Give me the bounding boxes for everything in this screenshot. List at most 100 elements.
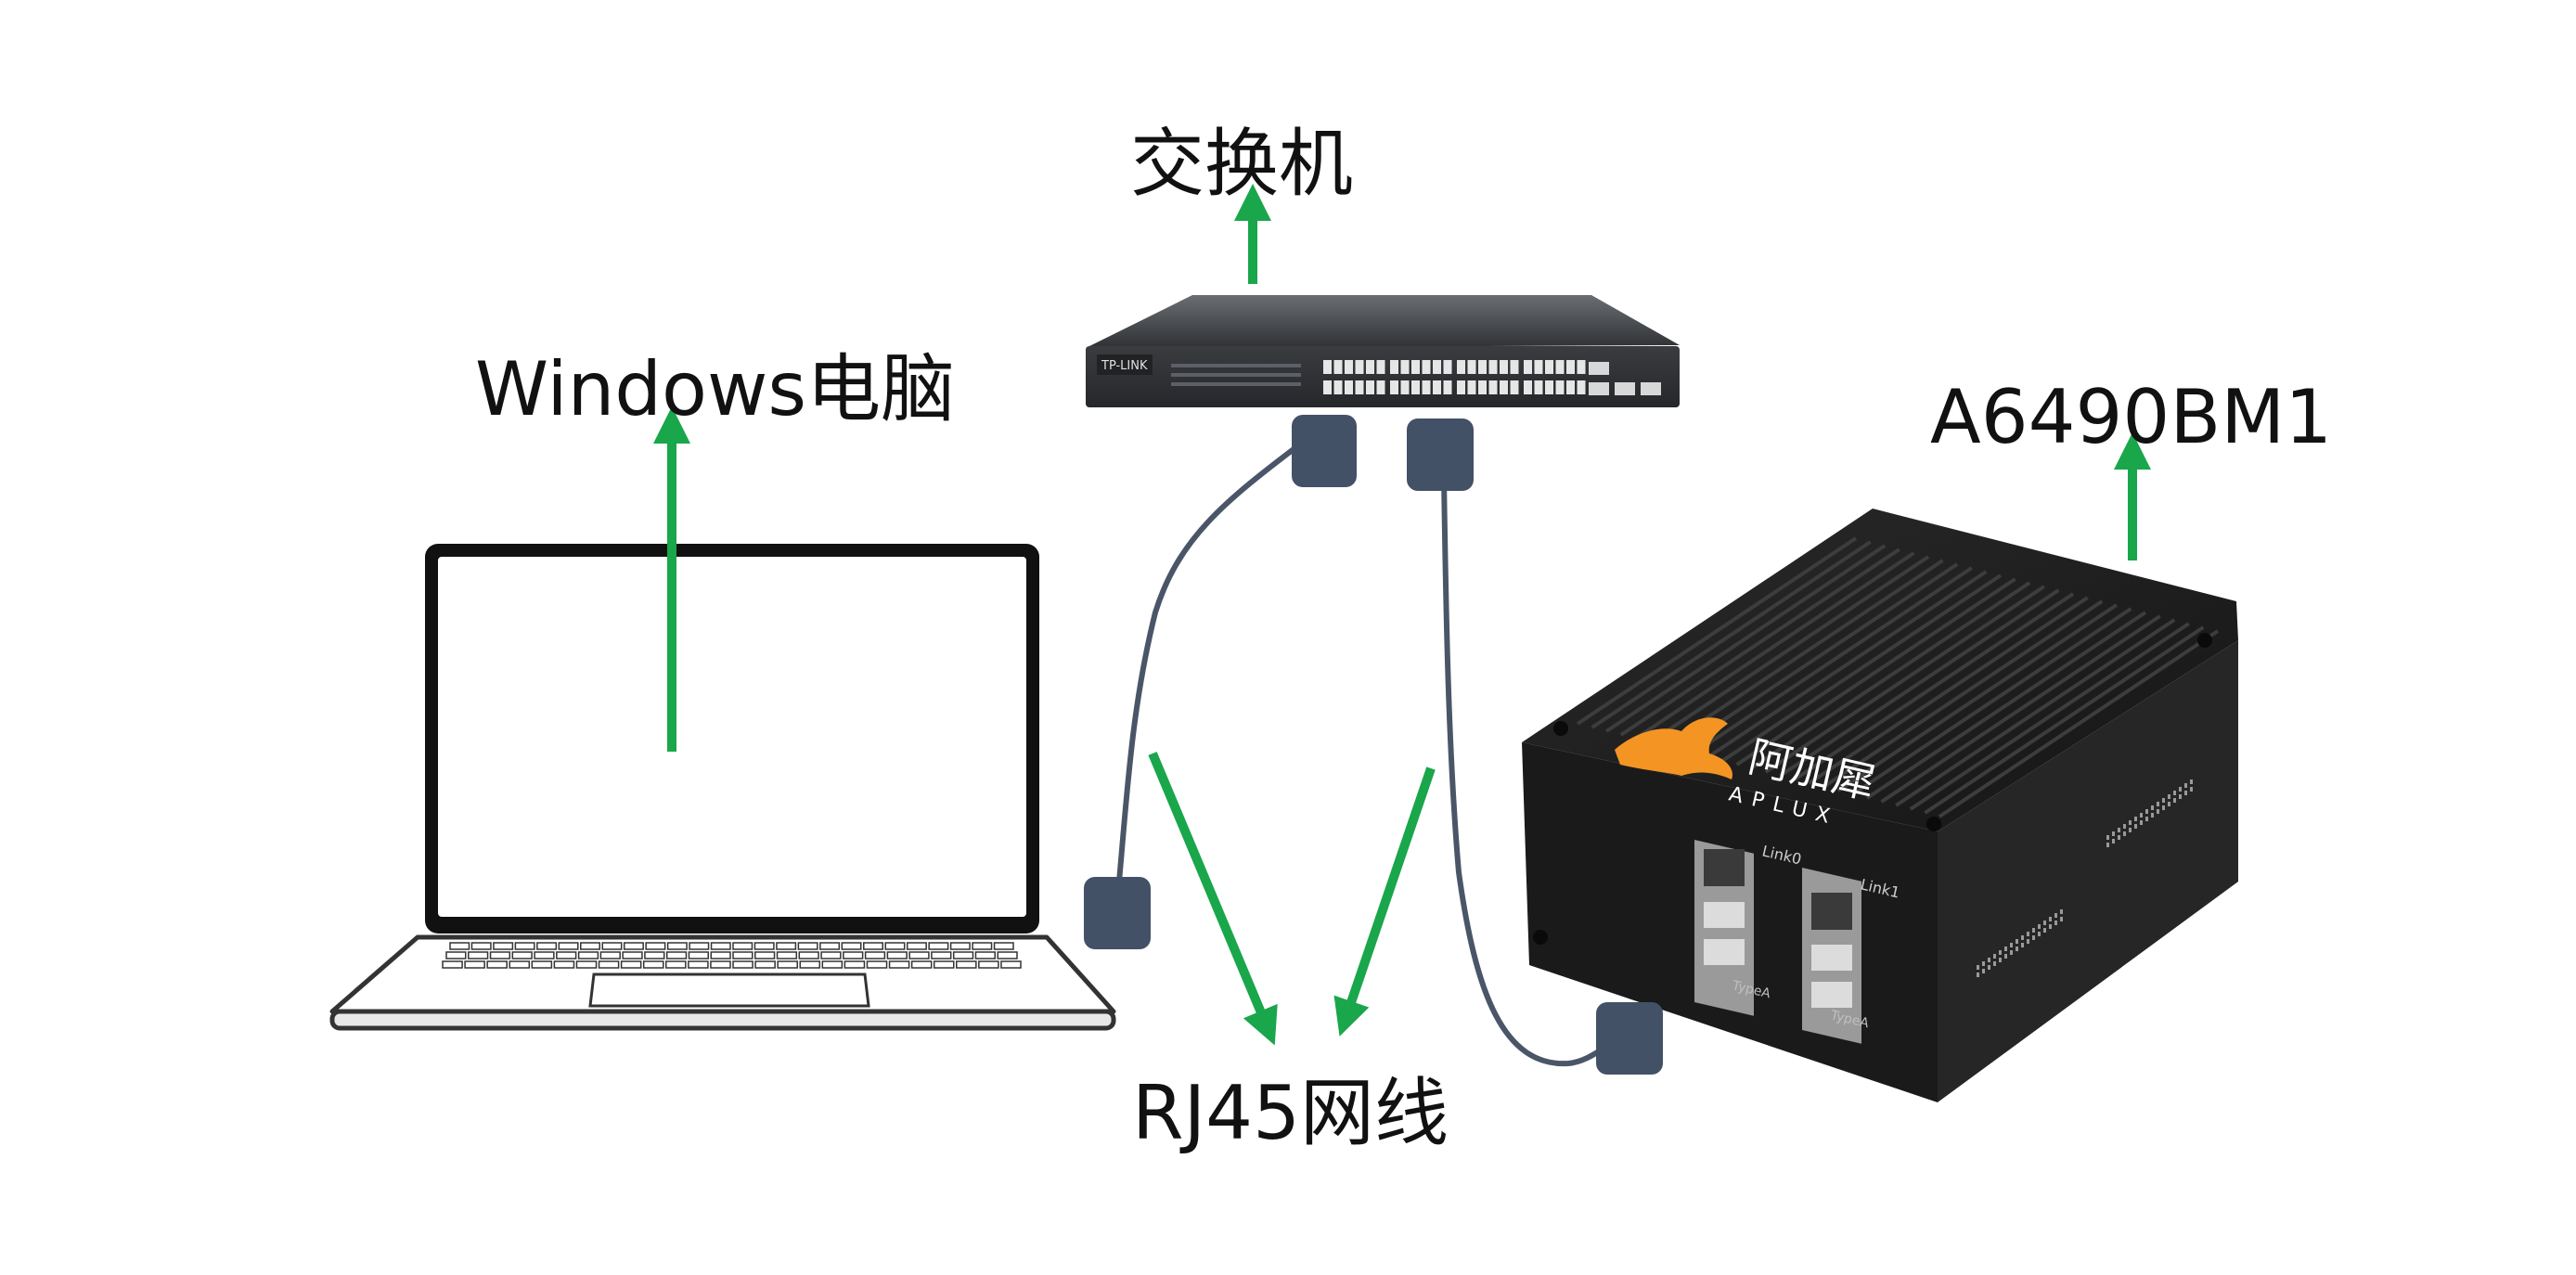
switch-port: [1345, 360, 1353, 374]
gpio-pin: [1982, 961, 1985, 966]
arrow-to-left-cable: [1148, 752, 1278, 1046]
switch-port: [1443, 380, 1452, 394]
gpio-pin: [2112, 831, 2115, 836]
switch-port: [1443, 360, 1452, 374]
keyboard-key: [864, 951, 886, 959]
switch-port: [1457, 360, 1465, 374]
switch-port: [1376, 360, 1385, 374]
keyboard-key: [598, 960, 620, 969]
keyboard-key: [884, 942, 906, 950]
gpio-pin: [2004, 954, 2007, 959]
keyboard-key: [514, 942, 535, 950]
keyboard-key: [820, 951, 842, 959]
keyboard-key: [623, 942, 644, 950]
box-gpio-headers: [1977, 779, 2193, 977]
switch-port: [1355, 380, 1364, 394]
gpio-pin: [2134, 817, 2137, 821]
gpio-pin: [2123, 831, 2126, 836]
gpio-pin: [2118, 828, 2120, 832]
keyboard-key: [949, 942, 971, 950]
gpio-pin: [2118, 835, 2120, 840]
heatsink-fin: [1779, 588, 2060, 778]
keyboard-key: [972, 942, 993, 950]
gpio-pin: [1988, 965, 1990, 970]
box-right: [1938, 640, 2238, 1102]
switch-port: [1467, 360, 1476, 374]
gpio-pin: [1993, 954, 1996, 959]
keyboard-key: [753, 942, 775, 950]
gpio-pin: [2027, 939, 2029, 944]
keyboard-key: [754, 951, 776, 959]
switch-port: [1323, 380, 1332, 394]
gpio-pin: [2106, 843, 2109, 847]
board-label: A6490BM1: [1930, 374, 2333, 460]
keyboard-key: [1000, 960, 1022, 969]
heatsink-fin: [1836, 603, 2118, 792]
keyboard-key: [710, 960, 731, 969]
switch-port: [1411, 360, 1420, 374]
switch-port: [1545, 360, 1553, 374]
box-screw: [1553, 721, 1568, 736]
keyboard-key: [470, 942, 492, 950]
gpio-pin: [1993, 961, 1996, 966]
keyboard-key: [642, 960, 664, 969]
heatsink-fin: [1924, 625, 2205, 815]
gpio-pin: [1999, 958, 2002, 962]
switch-port: [1534, 360, 1543, 374]
gpio-pin: [2010, 950, 2013, 955]
gpio-pin: [2106, 835, 2109, 840]
switch-sfp-port: [1641, 382, 1661, 395]
switch-port: [1390, 380, 1398, 394]
gpio-pin: [1977, 972, 1979, 977]
heatsink-fin: [1634, 551, 1915, 741]
switch-port: [1500, 360, 1508, 374]
gpio-pin: [2184, 791, 2187, 795]
switch-port: [1400, 360, 1410, 374]
keyboard-key: [821, 960, 844, 969]
heatsink-fin: [1576, 536, 1858, 726]
switch-port: [1411, 380, 1420, 394]
switch-indicators: [1171, 364, 1301, 386]
switch-brand: TP-LINK: [1101, 359, 1148, 373]
switch-port: [1433, 360, 1441, 374]
keyboard-key: [622, 951, 643, 959]
switch-port: [1422, 380, 1431, 394]
switch-port: [1433, 380, 1441, 394]
keyboard-key: [997, 951, 1018, 959]
keyboard-key: [445, 951, 467, 959]
usb-port: [1811, 982, 1852, 1008]
switch-port-grid: [1323, 360, 1586, 394]
laptop-label: Windows电脑: [475, 346, 956, 432]
keyboard-key: [732, 951, 753, 959]
keyboard-key: [931, 951, 952, 959]
switch-port: [1333, 380, 1343, 394]
switch-uplink-port: [1589, 362, 1609, 375]
gpio-pin: [2112, 839, 2115, 844]
gpio-pin: [1988, 958, 1990, 962]
keyboard-key: [933, 960, 955, 969]
switch-port: [1566, 380, 1575, 394]
keyboard-key: [577, 951, 599, 959]
gpio-pin: [2129, 828, 2132, 832]
heatsink-fin: [1865, 611, 2147, 800]
laptop-keyboard: [442, 942, 1022, 969]
heatsink-fin: [1793, 592, 2075, 781]
gpio-pin: [2157, 802, 2159, 806]
keyboard-key: [910, 960, 933, 969]
switch-port: [1534, 380, 1543, 394]
keyboard-key: [489, 951, 511, 959]
switch-port: [1345, 380, 1353, 394]
gpio-pin: [2043, 928, 2046, 933]
keyboard-key: [665, 960, 687, 969]
keyboard-key: [493, 942, 514, 950]
gpio-pin: [2140, 813, 2143, 818]
switch-port: [1555, 360, 1565, 374]
switch-port: [1566, 360, 1575, 374]
keyboard-key: [645, 942, 666, 950]
keyboard-key: [710, 942, 731, 950]
rj45-port-link0: [1704, 849, 1745, 886]
gpio-pin: [2043, 921, 2046, 925]
heatsink-fin: [1619, 547, 1900, 737]
keyboard-key: [575, 960, 598, 969]
